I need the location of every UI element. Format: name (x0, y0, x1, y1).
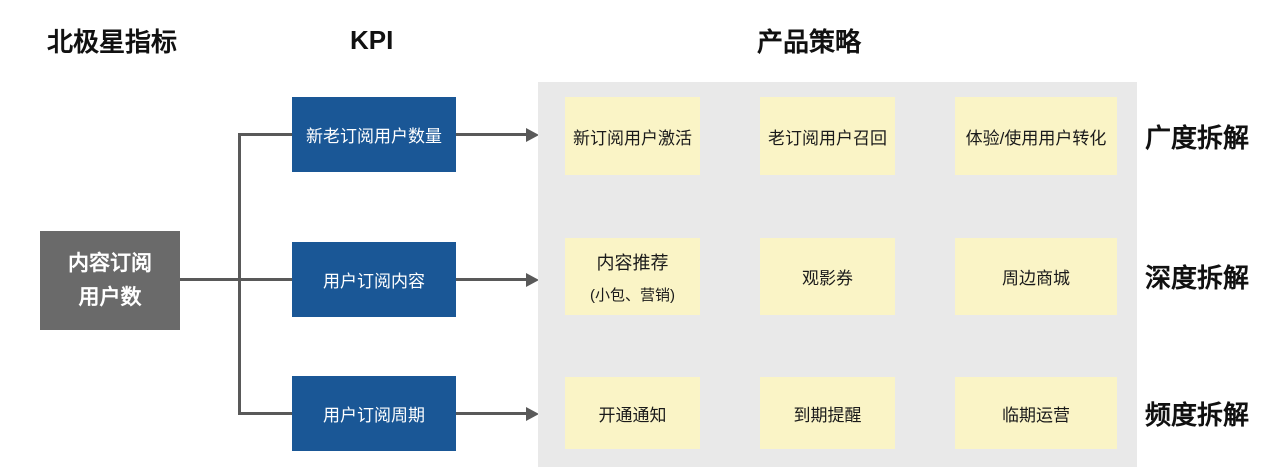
kpi-box-subscriber-count: 新老订阅用户数量 (292, 97, 456, 172)
strategy-card-title: 周边商城 (1002, 269, 1070, 288)
arrow-shaft-row1 (456, 133, 526, 136)
strategy-card: 新订阅用户激活 (565, 97, 700, 175)
strategy-card: 体验/使用用户转化 (955, 97, 1117, 175)
strategy-card: 临期运营 (955, 377, 1117, 449)
strategy-card: 周边商城 (955, 238, 1117, 315)
arrowhead-right-icon (526, 128, 539, 142)
strategy-card-title: 开通通知 (598, 405, 667, 425)
row-label-frequency: 频度拆解 (1145, 399, 1250, 430)
column-header-north-star: 北极星指标 (47, 26, 178, 57)
strategy-card-title: 老订阅用户召回 (768, 128, 887, 148)
north-star-metric-line2: 用户数 (78, 285, 142, 309)
strategy-card: 开通通知 (565, 377, 700, 449)
connector-branch3-line (238, 412, 292, 415)
kpi-label: 用户订阅内容 (323, 272, 425, 291)
connector-trunk-line (238, 133, 241, 414)
kpi-label: 用户订阅周期 (323, 406, 425, 425)
strategy-card-subtitle: (小包、营销) (590, 286, 675, 304)
strategy-card: 内容推荐 (小包、营销) (565, 238, 700, 315)
strategy-card-title: 内容推荐 (596, 252, 669, 273)
kpi-label: 新老订阅用户数量 (306, 127, 442, 146)
strategy-card: 到期提醒 (760, 377, 895, 449)
row-label-breadth: 广度拆解 (1145, 122, 1250, 153)
arrow-shaft-row2 (456, 278, 526, 281)
kpi-box-subscription-content: 用户订阅内容 (292, 242, 456, 317)
strategy-card-title: 临期运营 (1002, 405, 1070, 425)
kpi-box-subscription-cycle: 用户订阅周期 (292, 376, 456, 451)
arrow-shaft-row3 (456, 412, 526, 415)
strategy-card: 老订阅用户召回 (760, 97, 895, 175)
column-header-strategy: 产品策略 (757, 26, 862, 57)
strategy-card-title: 到期提醒 (793, 405, 862, 425)
connector-branch1-line (238, 133, 292, 136)
connector-metric-to-kpi2-line (180, 278, 292, 281)
arrowhead-right-icon (526, 407, 539, 421)
strategy-card-title: 新订阅用户激活 (573, 128, 692, 148)
row-label-depth: 深度拆解 (1145, 262, 1250, 293)
strategy-card-title: 观影券 (802, 269, 853, 288)
arrowhead-right-icon (526, 273, 539, 287)
column-header-kpi: KPI (350, 24, 394, 55)
strategy-card-title: 体验/使用用户转化 (965, 128, 1107, 148)
strategy-card: 观影券 (760, 238, 895, 315)
north-star-metric-box: 内容订阅 用户数 (40, 231, 180, 330)
north-star-metric-line1: 内容订阅 (68, 251, 152, 275)
